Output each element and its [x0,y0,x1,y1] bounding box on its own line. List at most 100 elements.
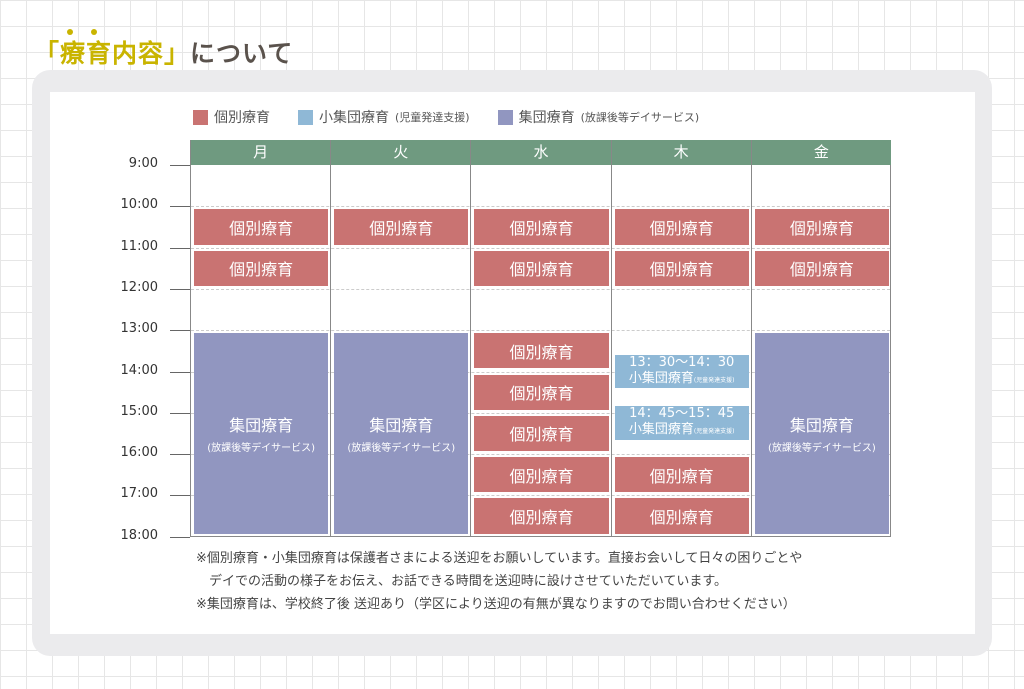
session-label: 集団療育 [369,416,434,436]
page-title: 「療育内容」について [34,29,294,70]
session-individual: 個別療育 [754,250,889,286]
session-label: 個別療育 [229,260,294,280]
notes: ※個別療育・小集団療育は保護者さまによる送迎をお願いしています。直接お会いして日… [196,547,802,616]
time-tick [170,288,190,290]
schedule-grid: 月火水木金個別療育個別療育集団療育(放課後等デイサービス)個別療育集団療育(放課… [190,140,892,537]
time-label: 14:00 [120,362,158,378]
legend-sublabel: (児童発達支援) [395,111,470,124]
title-rest: について [190,39,294,68]
session-label: 個別療育 [509,466,574,486]
session-label: 個別療育 [509,425,574,445]
day-header: 月 [191,140,332,165]
time-tick [170,206,190,208]
session-individual: 個別療育 [614,498,749,534]
session-individual: 個別療育 [754,209,889,245]
day-header: 金 [751,140,892,165]
legend-sublabel: (放課後等デイサービス) [580,111,700,124]
legend-swatch [497,109,513,125]
time-tick [170,454,190,456]
day-header: 火 [331,140,472,165]
title-highlight-text: 「療育内容」 [34,39,191,68]
note-line: ※集団療育は、学校終了後 送迎あり（学区により送迎の有無が異なりますのでお問い合… [196,597,796,612]
session-label: 個別療育 [649,218,714,238]
session-label: 小集団療育 [628,370,694,386]
legend-item-small_group: 小集団療育 (児童発達支援) [298,107,470,127]
session-label: 個別療育 [369,218,434,238]
session-label: 個別療育 [789,260,854,280]
session-label: 個別療育 [649,466,714,486]
note-line: ※個別療育・小集団療育は保護者さまによる送迎をお願いしています。直接お会いして日… [196,551,803,566]
legend: 個別療育 小集団療育 (児童発達支援) 集団療育 (放課後等デイサービス) [193,107,699,127]
time-tick [170,495,190,497]
legend-label: 小集団療育 [319,110,389,126]
time-label: 10:00 [120,197,158,213]
session-time: 13：30〜14：30 [629,354,735,370]
session-group: 集団療育 (放課後等デイサービス) [754,333,889,534]
time-tick [170,247,190,249]
hour-gridline [191,454,890,456]
title-highlight: 「療育内容」 [34,29,191,68]
time-label: 18:00 [120,527,158,543]
hour-gridline [191,371,890,373]
hour-gridline [191,206,890,208]
session-label: 個別療育 [509,384,574,404]
session-individual: 個別療育 [474,498,609,534]
session-sublabel: (児童発達支援) [693,376,735,384]
session-label: 集団療育 [789,416,854,436]
session-label: 個別療育 [649,508,714,528]
hour-gridline [191,495,890,497]
legend-label: 個別療育 [214,110,270,126]
legend-swatch [193,109,208,125]
session-label: 個別療育 [509,260,574,280]
session-sublabel: (放課後等デイサービス) [207,443,315,455]
hour-gridline [191,412,890,414]
day-header: 水 [471,140,612,165]
time-label: 12:00 [120,279,158,295]
session-individual: 個別療育 [474,209,609,245]
hour-gridline [191,330,890,332]
legend-item-group: 集団療育 (放課後等デイサービス) [497,107,700,127]
time-tick [170,371,190,373]
session-label-row: 小集団療育(児童発達支援) [629,422,735,440]
day-divider [610,140,612,536]
legend-swatch [298,109,313,125]
day-header: 木 [611,140,752,165]
time-label: 17:00 [120,486,158,502]
session-label: 個別療育 [229,218,294,238]
session-individual: 個別療育 [614,457,749,493]
session-sublabel: (児童発達支援) [693,428,735,436]
session-individual: 個別療育 [194,209,329,245]
session-label: 個別療育 [509,508,574,528]
time-tick [170,412,190,414]
session-time: 14：45〜15：45 [629,406,735,422]
day-divider [470,140,472,536]
session-individual: 個別療育 [194,250,329,286]
session-label: 個別療育 [649,260,714,280]
session-group: 集団療育 (放課後等デイサービス) [334,333,469,534]
time-label: 11:00 [120,238,158,254]
day-divider [330,140,332,536]
time-tick [170,536,190,538]
time-tick [170,330,190,332]
session-individual: 個別療育 [474,457,609,493]
session-label: 個別療育 [509,342,574,362]
time-tick [170,165,190,166]
session-label: 小集団療育 [628,422,694,438]
session-individual: 個別療育 [474,333,609,369]
session-individual: 個別療育 [614,250,749,286]
legend-label: 集団療育 [518,110,575,126]
session-sublabel: (放課後等デイサービス) [347,443,456,455]
session-individual: 個別療育 [474,374,609,410]
time-label: 16:00 [120,445,158,461]
day-divider [750,140,752,536]
time-label: 15:00 [120,403,158,419]
session-group: 集団療育(放課後等デイサービス) [194,333,329,534]
legend-item-individual: 個別療育 [193,107,270,127]
hour-gridline [191,247,890,249]
session-sublabel: (放課後等デイサービス) [767,443,876,455]
session-label: 個別療育 [509,218,574,238]
session-individual: 個別療育 [334,209,469,245]
note-line: デイでの活動の様子をお伝え、お話できる時間を送迎時に設けさせていただいています。 [196,574,728,589]
